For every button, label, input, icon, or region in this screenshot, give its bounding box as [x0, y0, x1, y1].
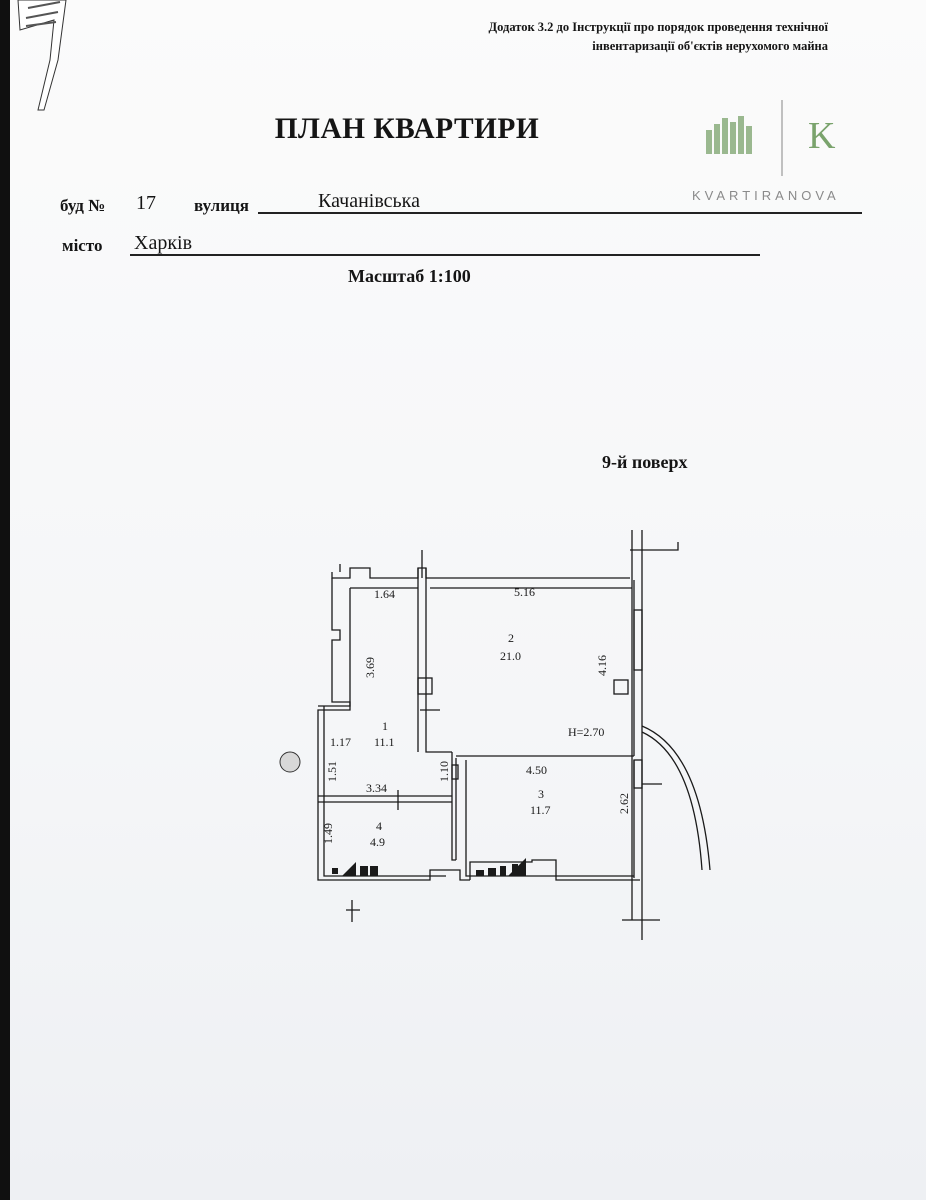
dim-step: 1.10 — [437, 761, 451, 782]
room-4-number: 4 — [376, 819, 382, 833]
dim-room2-width: 4.16 — [595, 655, 609, 676]
dim-small-height: 1.51 — [325, 761, 339, 782]
city-value: Харків — [134, 232, 193, 254]
city-label: місто — [62, 236, 103, 255]
room-2-area: 21.0 — [500, 649, 521, 663]
page-title: ПЛАН КВАРТИРИ — [274, 112, 540, 145]
appendix-line-2: інвентаризації об'єктів нерухомого майна — [592, 39, 828, 53]
building-number: 17 — [136, 192, 156, 214]
corner-stamp — [17, 0, 67, 111]
city-underline — [130, 254, 760, 256]
dim-small-width: 1.17 — [330, 735, 351, 749]
room-3-area: 11.7 — [530, 803, 551, 817]
room-1-number: 1 — [382, 719, 388, 733]
building-label: буд № — [60, 196, 106, 215]
dim-room3-width: 2.62 — [617, 793, 631, 814]
floor-plan: 1.64 5.16 3.69 4.16 1.17 1.51 3.34 1.10 … — [279, 530, 711, 940]
ceiling-height: H=2.70 — [568, 725, 604, 739]
room-4-area: 4.9 — [370, 835, 385, 849]
dim-bath-width: 3.34 — [366, 781, 387, 795]
dim-corridor-length: 3.69 — [363, 657, 377, 678]
dim-room2-length: 5.16 — [514, 585, 535, 599]
room-1-area: 11.1 — [374, 735, 395, 749]
street-underline — [258, 212, 862, 214]
street-label: вулиця — [194, 196, 250, 215]
logo-letter: K — [808, 115, 836, 157]
room-3-number: 3 — [538, 787, 544, 801]
appendix-line-1: Додаток 3.2 до Інструкції про порядок пр… — [488, 20, 828, 34]
room-2-number: 2 — [508, 631, 514, 645]
paper-edge — [0, 0, 10, 1200]
appendix-note: Додаток 3.2 до Інструкції про порядок пр… — [438, 18, 828, 56]
dim-bath-height: 1.49 — [321, 823, 335, 844]
dim-room3-length: 4.50 — [526, 763, 547, 777]
street-value: Качанівська — [318, 190, 420, 212]
logo-name: KVARTIRANOVA — [692, 188, 840, 203]
scale-label: Масштаб 1:100 — [348, 266, 471, 286]
building-icon — [706, 100, 783, 176]
floor-label: 9-й поверх — [602, 452, 688, 472]
dim-corridor-width: 1.64 — [374, 587, 395, 601]
